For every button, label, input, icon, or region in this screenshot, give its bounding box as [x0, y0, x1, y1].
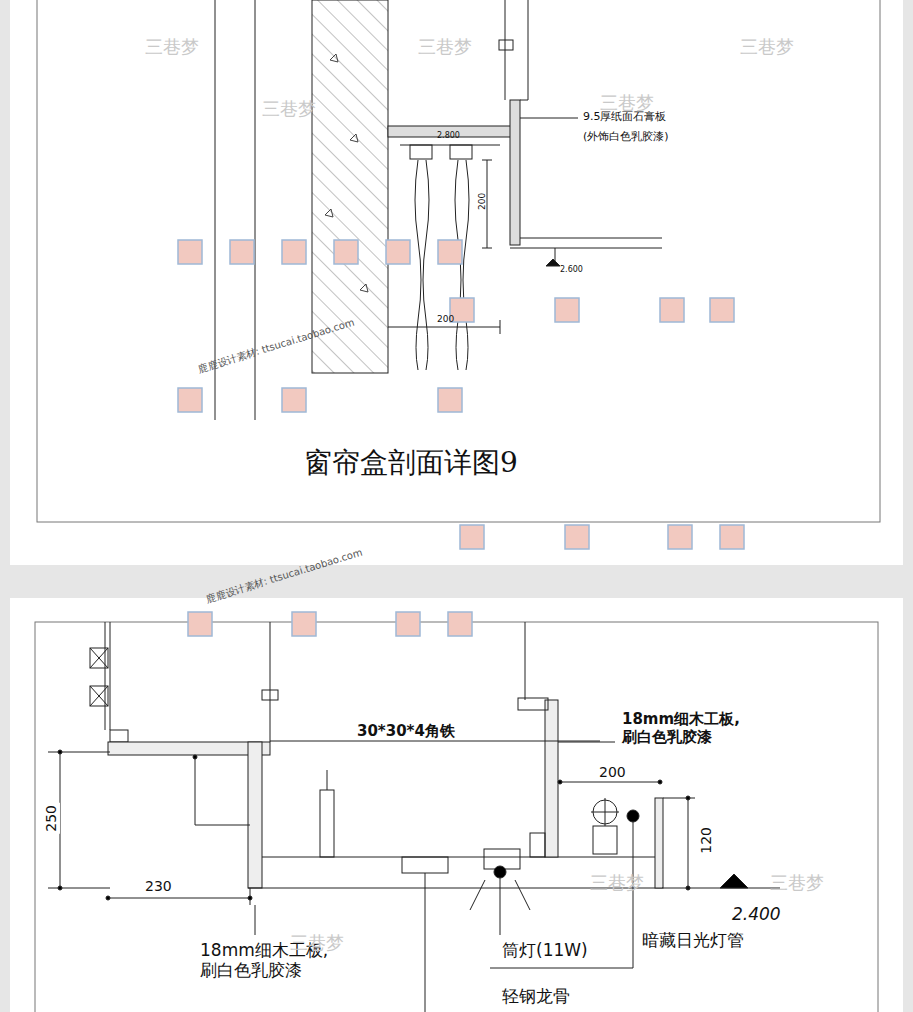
watermark: 三巷梦 [600, 92, 654, 114]
dimension-text: 200 [437, 314, 454, 325]
elevation-mark: 2.400 [730, 904, 783, 924]
drawing-title: 窗帘盒剖面详图9 [300, 446, 522, 480]
part-label: 暗藏日光灯管 [640, 930, 746, 950]
watermark: 三巷梦 [590, 872, 644, 894]
part-label: 18mm细木工板, 刷白色乳胶漆 [620, 710, 774, 746]
watermark: 三巷梦 [262, 98, 316, 120]
watermark: 三巷梦 [418, 36, 472, 58]
part-label: 筒灯(11W) [500, 940, 590, 960]
watermark: 三巷梦 [290, 932, 344, 954]
elevation-mark: 2.600 [560, 265, 583, 275]
elevation-mark: 2.800 [437, 131, 460, 141]
watermark: 三巷梦 [740, 36, 794, 58]
part-label: 30*30*4角铁 [355, 722, 457, 740]
part-label: 轻钢龙骨 [500, 986, 572, 1006]
material-note: (外饰白色乳胶漆) [583, 130, 669, 143]
dimension-text: 250 [43, 803, 60, 834]
dimension-text: 120 [698, 825, 715, 856]
dimension-text: 200 [597, 764, 628, 781]
watermark: 三巷梦 [145, 36, 199, 58]
watermark: 三巷梦 [770, 872, 824, 894]
dimension-text: 200 [477, 193, 488, 210]
dimension-text: 230 [143, 878, 174, 895]
